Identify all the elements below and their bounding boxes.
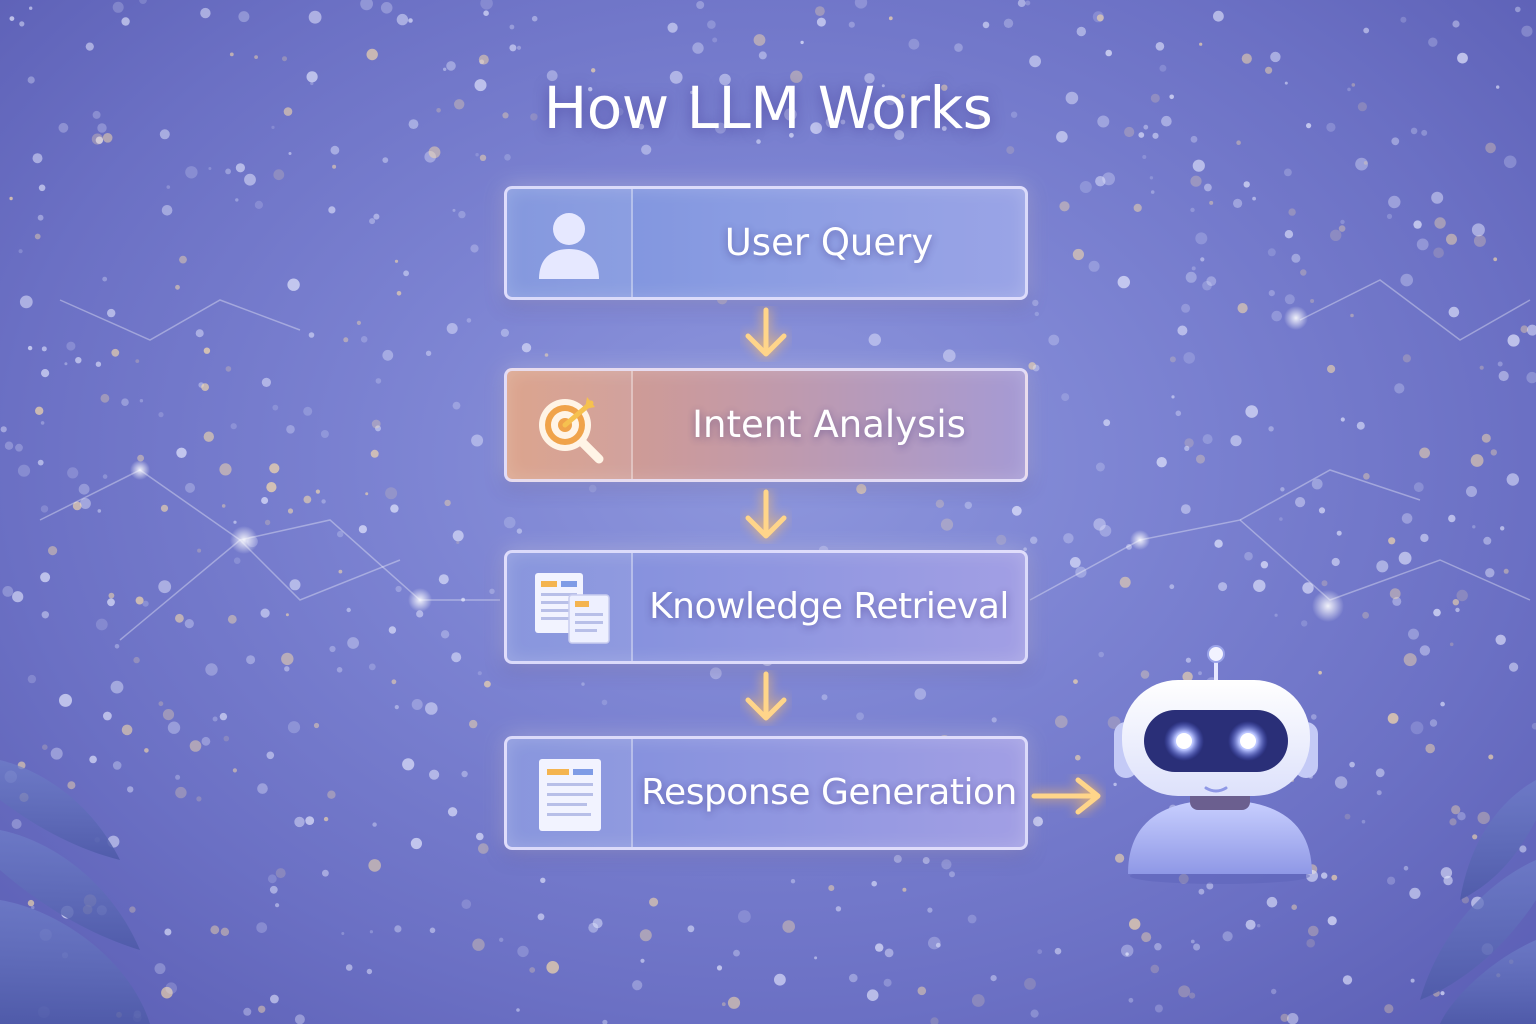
- step-icon-cell: [507, 739, 633, 847]
- step-user-query: User Query: [504, 186, 1028, 300]
- arrow-down-icon: [745, 489, 787, 539]
- step-icon-cell: [507, 553, 633, 661]
- step-label: Intent Analysis: [692, 403, 966, 446]
- step-knowledge-retrieval: Knowledge Retrieval: [504, 550, 1028, 664]
- page-title: How LLM Works: [543, 74, 993, 142]
- robot-assistant-icon: [1114, 645, 1318, 884]
- user-icon: [539, 213, 599, 279]
- step-label: Knowledge Retrieval: [649, 586, 1009, 627]
- arrow-right-icon: [1031, 777, 1101, 815]
- arrow-down-icon: [745, 671, 787, 721]
- arrow-down-icon: [745, 307, 787, 357]
- document-icon: [539, 759, 601, 831]
- step-response-generation: Response Generation: [504, 736, 1028, 850]
- step-intent-analysis: Intent Analysis: [504, 368, 1028, 482]
- step-label: Response Generation: [641, 772, 1017, 813]
- target-search-icon: [539, 397, 604, 464]
- step-label: User Query: [724, 221, 934, 264]
- documents-icon: [535, 573, 610, 644]
- step-icon-cell: [507, 189, 633, 297]
- step-icon-cell: [507, 371, 633, 479]
